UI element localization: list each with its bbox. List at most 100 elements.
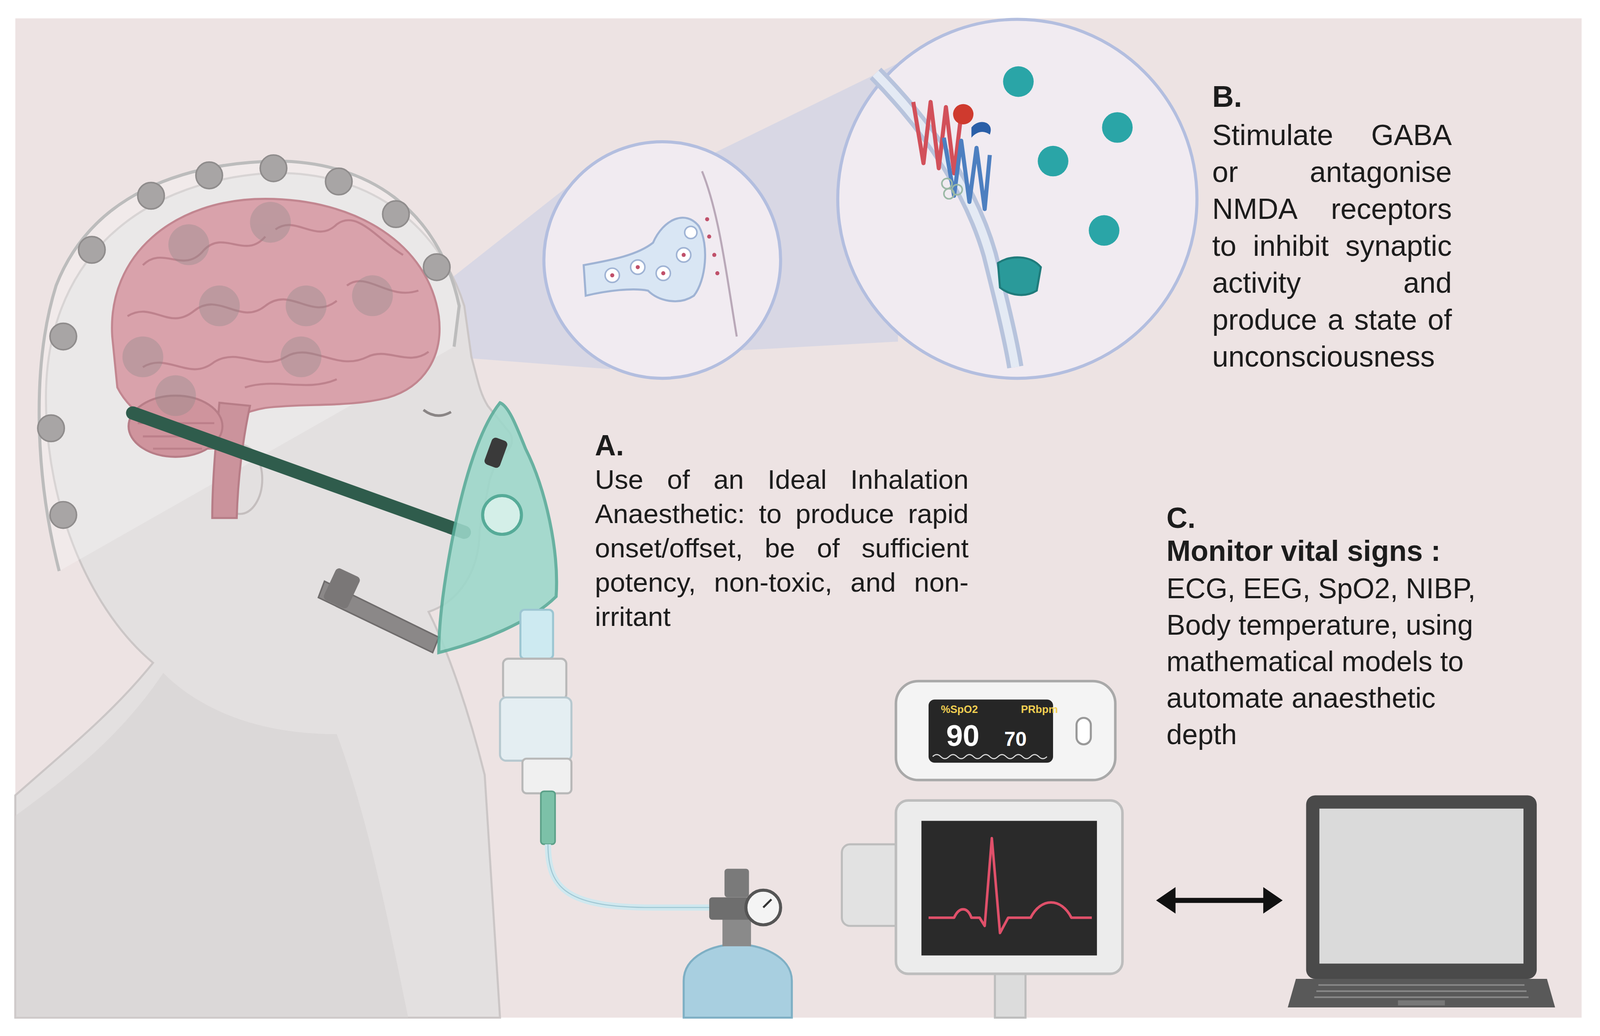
- mask-valve: [482, 495, 522, 535]
- section-body: Use of an Ideal Inhalation Anaesthetic: …: [594, 462, 969, 635]
- neurotransmitter-dots: [610, 217, 720, 278]
- ecg-trace: [928, 838, 1092, 934]
- molecule: [1088, 215, 1120, 246]
- vesicle: [676, 247, 691, 263]
- patient-monitor: [896, 800, 1123, 974]
- ligand-cluster: [941, 178, 963, 199]
- dot: [712, 252, 717, 257]
- tube-fitting: [540, 791, 555, 845]
- cylinder-valve: [722, 915, 751, 947]
- oximeter-button: [1076, 717, 1091, 745]
- arrowhead: [1263, 887, 1283, 914]
- nebulizer-chamber: [499, 697, 572, 762]
- molecule: [1037, 145, 1069, 177]
- ligand-blue: [971, 122, 991, 139]
- dot: [681, 252, 686, 257]
- electrode: [122, 336, 164, 378]
- gas-tube: [547, 844, 715, 908]
- dot: [661, 271, 666, 276]
- brain-gyri: [127, 220, 429, 449]
- dot: [610, 273, 615, 278]
- dot: [635, 265, 640, 270]
- nebulizer-base: [522, 758, 572, 794]
- vesicles: [605, 226, 697, 283]
- nebulizer-cap: [502, 659, 567, 700]
- ligand: [941, 178, 952, 189]
- synapse-zoom: [543, 141, 781, 379]
- electrode: [199, 285, 241, 327]
- pulse-oximeter: [896, 681, 1116, 781]
- connector: [520, 609, 554, 659]
- ion-channel: [998, 257, 1041, 296]
- gauge-needle: [763, 899, 772, 908]
- molecules: [1002, 66, 1133, 246]
- keyboard: [1314, 985, 1529, 998]
- mask-clip: [483, 436, 509, 470]
- electrode: [382, 200, 409, 228]
- electrode: [50, 323, 77, 350]
- section-heading: Monitor vital signs :: [1166, 534, 1441, 568]
- electrode: [423, 254, 450, 281]
- receptor-zoom: [837, 19, 1197, 379]
- electrode: [50, 501, 77, 529]
- gyrus: [275, 220, 404, 256]
- electrode: [137, 182, 165, 209]
- section-body: Stimulate GABA or antagonise NMDA recept…: [1212, 116, 1452, 376]
- section-letter: B.: [1212, 79, 1243, 114]
- electrode: [352, 275, 394, 317]
- molecule: [1101, 112, 1133, 143]
- electrode: [250, 201, 292, 243]
- pleth-wave: [932, 754, 1047, 759]
- electrode: [260, 155, 287, 182]
- ligand: [943, 188, 955, 199]
- section-letter: A.: [594, 428, 624, 463]
- oximeter-reading: 70: [1004, 727, 1027, 751]
- vesicle: [656, 266, 671, 281]
- electrode: [78, 236, 106, 263]
- eeg-electrodes: [37, 155, 451, 529]
- electrode: [155, 375, 197, 417]
- monitor-screen: [921, 821, 1098, 956]
- cell-membrane: [875, 73, 1016, 368]
- vesicle: [605, 268, 620, 283]
- gas-tube-edge: [547, 844, 715, 908]
- mask-strap: [132, 413, 465, 533]
- laptop-lid: [1306, 795, 1537, 980]
- eeg-electrodes-inner: [122, 201, 393, 416]
- vesicle: [630, 260, 645, 275]
- electrode: [196, 162, 223, 189]
- key-row: [1318, 984, 1525, 986]
- axon-terminal: [583, 217, 705, 302]
- monitor-stand: [994, 969, 1026, 1018]
- oximeter-label: PRbpm: [1020, 703, 1058, 716]
- trackpad: [1397, 1000, 1445, 1006]
- oximeter-reading: 90: [946, 718, 980, 753]
- neck-shading: [15, 673, 409, 1018]
- closed-eye: [423, 410, 452, 416]
- electrode: [37, 415, 65, 442]
- strap-buckle: [322, 567, 361, 610]
- background-panel: [15, 18, 1582, 1018]
- dot: [705, 217, 710, 222]
- electrode: [325, 168, 352, 195]
- laptop-screen: [1319, 809, 1524, 965]
- cell-membrane-core: [875, 73, 1016, 368]
- regulator-knob: [724, 869, 750, 898]
- double-arrow-shaft: [1171, 898, 1268, 904]
- dot: [715, 271, 720, 276]
- gas-cylinder: [683, 944, 792, 1018]
- pressure-gauge: [745, 890, 781, 926]
- laptop-base: [1287, 979, 1556, 1008]
- dot: [707, 234, 711, 239]
- electrode: [280, 336, 322, 378]
- key-row: [1314, 996, 1529, 999]
- section-body: ECG, EEG, SpO2, NIBP, Body temperature, …: [1166, 570, 1501, 754]
- arrowhead: [1155, 887, 1176, 914]
- electrode: [285, 285, 327, 327]
- molecule: [1002, 66, 1034, 98]
- key-row: [1316, 990, 1527, 992]
- electrode: [168, 224, 210, 266]
- receptor-helix-blue: [943, 137, 990, 209]
- oximeter-label: %SpO2: [940, 703, 978, 716]
